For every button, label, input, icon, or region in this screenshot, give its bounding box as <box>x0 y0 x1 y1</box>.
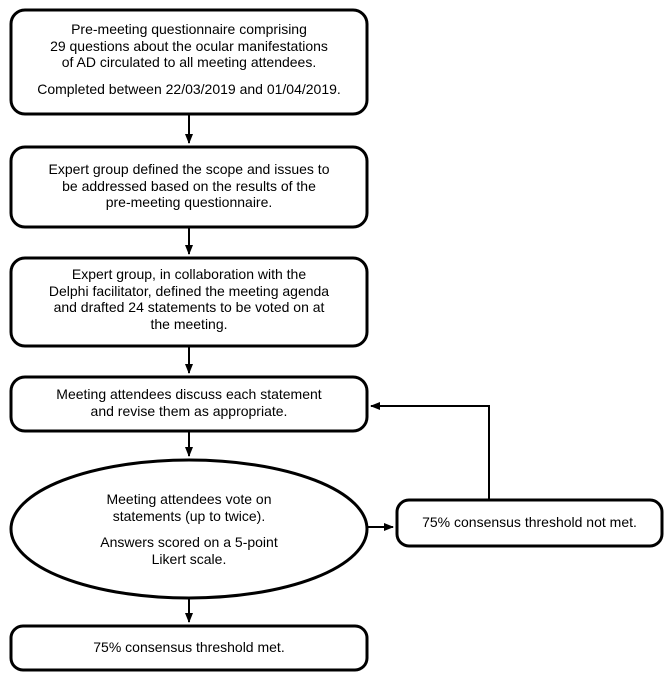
not-met-label: 75% consensus threshold not met. <box>422 514 637 530</box>
arrow-not-met-to-discuss <box>370 402 490 499</box>
questionnaire-completed-dates: Completed between 22/03/2019 and 01/04/2… <box>37 80 341 97</box>
not-met-box <box>395 498 664 548</box>
scope-line-3: pre-meeting questionnaire. <box>105 194 273 210</box>
agenda-line-1: Expert group, in collaboration with the <box>71 266 307 282</box>
questionnaire-line-3: of AD circulated to all meeting attendee… <box>61 54 317 70</box>
agenda-box <box>9 256 369 348</box>
questionnaire-text: Pre-meeting questionnaire comprising 29 … <box>14 21 364 97</box>
agenda-text: Expert group, in collaboration with the … <box>14 266 364 332</box>
questionnaire-line-2: 29 questions about the ocular manifestat… <box>50 37 328 54</box>
met-label: 75% consensus threshold met. <box>93 639 285 655</box>
scope-text: Expert group defined the scope and issue… <box>14 161 364 211</box>
vote-ellipse <box>9 458 369 600</box>
discuss-line-2: and revise them as appropriate. <box>90 402 288 419</box>
discuss-line-1: Meeting attendees discuss each statement <box>56 386 322 402</box>
vote-line-1: Meeting attendees vote on <box>106 491 272 507</box>
vote-scoring-line-2: Likert scale. <box>151 550 227 567</box>
agenda-line-2: Delphi facilitator, defined the meeting … <box>48 282 330 299</box>
scope-box <box>9 145 369 229</box>
not-met-text: 75% consensus threshold not met. <box>400 514 659 531</box>
scope-line-1: Expert group defined the scope and issue… <box>48 161 330 177</box>
scope-line-2: be addressed based on the results of the <box>62 177 316 194</box>
questionnaire-line-1: Pre-meeting questionnaire comprising <box>71 21 307 37</box>
vote-line-2: statements (up to twice). <box>112 507 266 524</box>
discuss-box <box>9 375 369 433</box>
agenda-line-4: the meeting. <box>150 315 228 332</box>
vote-scoring-line-1: Answers scored on a 5-point <box>100 534 278 550</box>
vote-text: Meeting attendees vote on statements (up… <box>49 491 329 567</box>
questionnaire-box <box>9 8 369 116</box>
met-text: 75% consensus threshold met. <box>14 639 364 656</box>
met-box <box>9 624 369 672</box>
agenda-line-3: and drafted 24 statements to be voted on… <box>53 299 325 315</box>
discuss-text: Meeting attendees discuss each statement… <box>14 386 364 419</box>
